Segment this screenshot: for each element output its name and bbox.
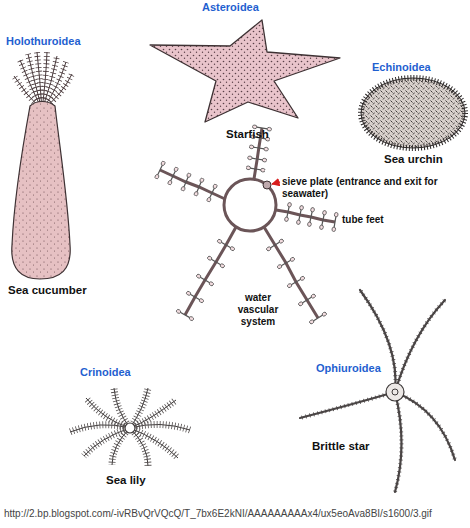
starfish-drawing (150, 20, 340, 122)
callout-label: sieve plate (entrance and exit for seawa… (282, 176, 466, 200)
radial-canal (276, 210, 335, 222)
label-slot: Sea urchin (384, 153, 443, 165)
pinnules (112, 428, 130, 465)
common-name: Starfish (226, 128, 269, 140)
brittle-star-disk (386, 383, 404, 401)
brittle-arm (395, 300, 445, 392)
label-slot: Sea lily (106, 474, 146, 486)
crinoid-arm (130, 428, 178, 458)
arm-segments (395, 300, 445, 392)
brittle-arm (395, 392, 455, 460)
pinnules (114, 388, 130, 428)
urchin-body (361, 78, 465, 148)
label-slot: Starfish (226, 128, 269, 140)
label-slot: Sea cucumber (8, 284, 87, 296)
class-name: Asteroidea (202, 1, 259, 13)
callout-label: water vascular system (228, 292, 288, 328)
label-slot: Holothuroidea (6, 35, 81, 47)
sieve-plate (263, 181, 271, 189)
callout-label: tube feet (342, 214, 384, 226)
leader-line (272, 182, 280, 184)
brittle-arm (395, 392, 402, 492)
crinoid-pinnules (70, 388, 190, 466)
label-slot: Brittle star (312, 440, 370, 452)
pinnules (130, 424, 190, 430)
brittle-star-drawing (300, 290, 455, 492)
label-slot: Crinoidea (80, 366, 131, 378)
sea-cucumber-drawing (12, 52, 72, 279)
common-name: Sea cucumber (8, 284, 87, 296)
common-name: Sea urchin (384, 153, 443, 165)
arm-segments (395, 392, 402, 492)
source-url: http://2.bp.blogspot.com/-ivRBvQrVQcQ/T_… (4, 508, 432, 520)
label-slot: tube feet (342, 214, 384, 226)
crinoid-arm (84, 428, 130, 456)
crinoid-arms (70, 388, 190, 466)
common-name: Brittle star (312, 440, 370, 452)
label-slot: Ophiuroidea (316, 362, 381, 374)
arm-segments (360, 290, 396, 392)
brittle-arm-segments (300, 290, 455, 492)
common-name: Sea lily (106, 474, 146, 486)
sea-lily-drawing (70, 388, 190, 466)
class-name: Ophiuroidea (316, 362, 381, 374)
brittle-arm (360, 290, 396, 392)
arm-segments (300, 392, 395, 418)
crinoid-arm (86, 398, 130, 428)
crinoid-arm (130, 428, 148, 466)
cucumber-body (12, 102, 70, 280)
class-name: Echinoidea (372, 61, 431, 73)
radial-canal (185, 227, 236, 315)
pinnules (130, 428, 178, 458)
pinnules (130, 428, 148, 466)
label-slot: Echinoidea (372, 61, 431, 73)
radial-canal (160, 170, 225, 199)
urchin-spines (361, 78, 465, 148)
pinnules (84, 428, 130, 456)
label-slot: water vascular system (228, 292, 288, 328)
water-vascular-drawing (160, 128, 335, 318)
radial-canals (160, 128, 335, 318)
label-slot: http://2.bp.blogspot.com/-ivRBvQrVQcQ/T_… (4, 508, 432, 520)
sea-urchin-drawing (361, 78, 465, 148)
brittle-star-arms (300, 290, 455, 492)
crinoid-arm (130, 424, 190, 430)
arm-segments (395, 392, 455, 460)
ring-canal (224, 179, 276, 231)
pinnules (86, 398, 130, 428)
crinoid-arm (114, 388, 130, 428)
brittle-arm (300, 392, 395, 418)
label-slot: sieve plate (entrance and exit for seawa… (282, 176, 466, 200)
label-slot: Asteroidea (202, 1, 259, 13)
brittle-star-mouth (392, 389, 398, 395)
crinoid-disk (125, 423, 135, 433)
crinoid-arm (130, 388, 148, 428)
class-name: Crinoidea (80, 366, 131, 378)
pinnules (130, 388, 148, 428)
class-name: Holothuroidea (6, 35, 81, 47)
